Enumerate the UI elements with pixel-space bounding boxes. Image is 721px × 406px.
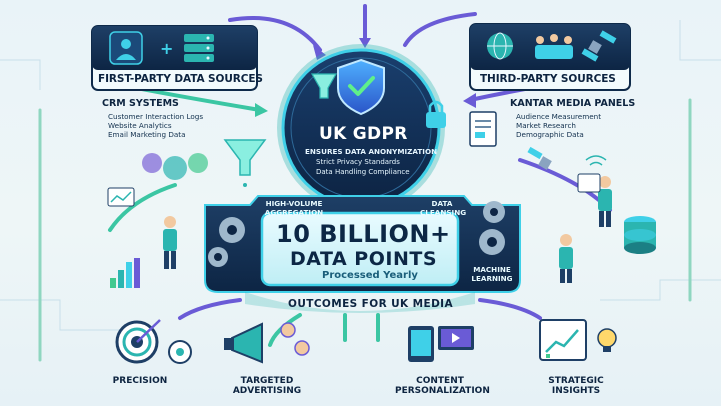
headline-number: 10 BILLION+ <box>276 220 451 248</box>
people-icon <box>535 34 573 59</box>
headline-subtitle: Processed Yearly <box>322 270 418 281</box>
outcomes-title: OUTCOMES FOR UK MEDIA <box>288 298 454 310</box>
third-party-title: THIRD-PARTY SOURCES <box>480 73 616 85</box>
plus-icon: + <box>160 39 173 58</box>
bottom-flow-arrows <box>178 298 542 347</box>
funnel-right-icon <box>310 73 338 99</box>
cleansing-label: DATA CLEANSING <box>420 199 467 217</box>
bar-chart-icon <box>110 258 140 288</box>
first-party-item: Customer Interaction Logs <box>108 112 204 121</box>
lightbulb-icon <box>597 328 617 352</box>
signal-icon <box>585 155 607 166</box>
small-chart-icon <box>107 187 135 207</box>
third-party-item: Audience Measurement <box>516 112 602 121</box>
first-party-item: Email Marketing Data <box>108 130 186 139</box>
document-icon <box>469 111 497 147</box>
analyst-figure-left <box>163 216 177 269</box>
insights-chart-icon <box>539 319 587 361</box>
arrow-heads <box>255 38 476 117</box>
shield-check-icon <box>337 58 385 116</box>
crm-systems-heading: CRM SYSTEMS <box>102 98 179 109</box>
lock-icon <box>426 100 446 128</box>
server-stack-icon <box>184 34 214 62</box>
gdpr-item: Data Handling Compliance <box>316 168 410 176</box>
left-down-arrow <box>108 183 177 232</box>
target-icon <box>115 319 192 364</box>
gdpr-title: UK GDPR <box>319 124 408 144</box>
machine-learning-label: MACHINE LEARNING <box>471 265 513 283</box>
analyst-figure-center-right <box>559 234 573 283</box>
outcome-strategic-insights: STRATEGIC INSIGHTS <box>548 376 604 396</box>
satellite-icon <box>581 30 617 62</box>
satellite-right-icon <box>527 146 552 170</box>
analyst-figure-right <box>577 173 612 227</box>
first-party-panel: + <box>91 25 258 91</box>
outcome-content-personalization: CONTENT PERSONALIZATION <box>395 376 490 396</box>
gear-icon <box>208 201 505 267</box>
kantar-panels-heading: KANTAR MEDIA PANELS <box>510 98 636 109</box>
third-party-item: Market Research <box>516 121 576 130</box>
gdpr-subtitle: ENSURES DATA ANONYMIZATION <box>305 147 438 156</box>
funnel-icon <box>223 139 267 187</box>
outcomes-wave <box>245 292 475 313</box>
globe-icon <box>487 32 513 60</box>
outcome-targeted-advertising: TARGETED ADVERTISING <box>232 376 302 396</box>
outcome-precision: PRECISION <box>112 376 168 386</box>
aggregation-label: HIGH-VOLUME AGGREGATION <box>264 199 324 217</box>
devices-icon <box>408 326 474 362</box>
third-party-panel <box>469 23 631 91</box>
first-party-title: FIRST-PARTY DATA SOURCES <box>98 73 263 85</box>
first-party-item: Website Analytics <box>108 121 172 130</box>
people-group-icon <box>142 153 208 180</box>
third-party-item: Demographic Data <box>516 130 584 139</box>
megaphone-icon <box>224 322 310 364</box>
gdpr-item: Strict Privacy Standards <box>316 158 400 166</box>
user-icon <box>109 31 143 65</box>
headline-label: DATA POINTS <box>290 248 437 270</box>
headline-box <box>260 211 460 287</box>
database-icon <box>624 216 656 254</box>
